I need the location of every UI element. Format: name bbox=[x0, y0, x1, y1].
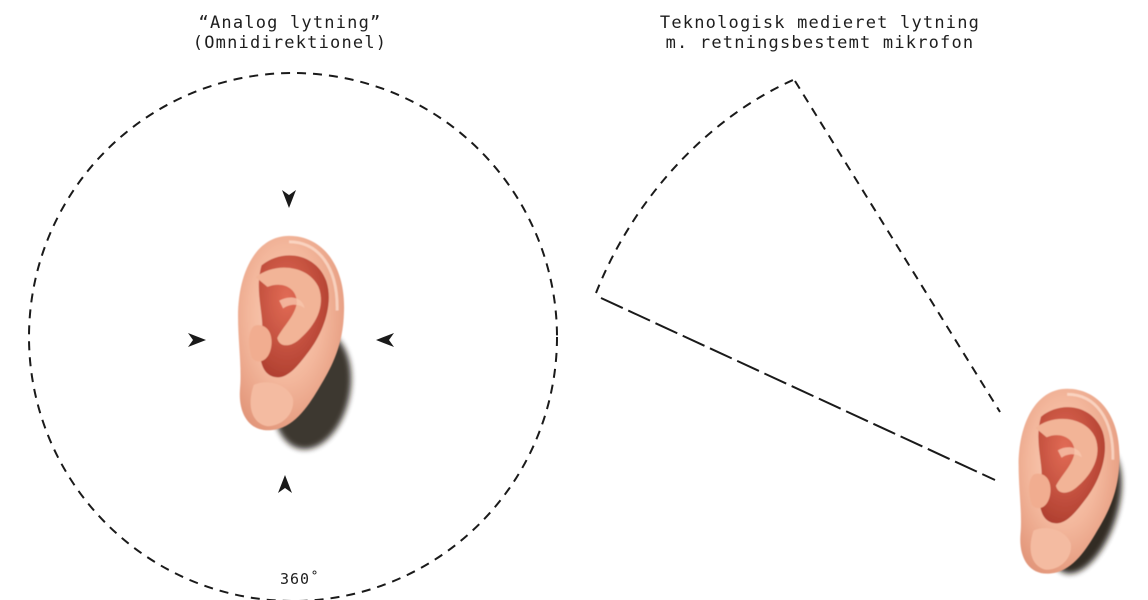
angle-label: 360˚ bbox=[250, 570, 350, 588]
directional-cone-arc bbox=[596, 80, 793, 293]
directional-cone-lower-edge bbox=[601, 298, 995, 480]
ear-icon bbox=[238, 236, 362, 457]
arrowhead-icon bbox=[376, 333, 394, 347]
directional-cone-upper-edge bbox=[795, 81, 1000, 412]
ear-icon bbox=[1019, 389, 1136, 583]
omnidirectional-group bbox=[29, 73, 557, 600]
arrowhead-icon bbox=[188, 333, 206, 347]
directional-group bbox=[596, 80, 1136, 583]
arrowhead-icon bbox=[282, 190, 296, 208]
arrowhead-icon bbox=[278, 475, 292, 493]
